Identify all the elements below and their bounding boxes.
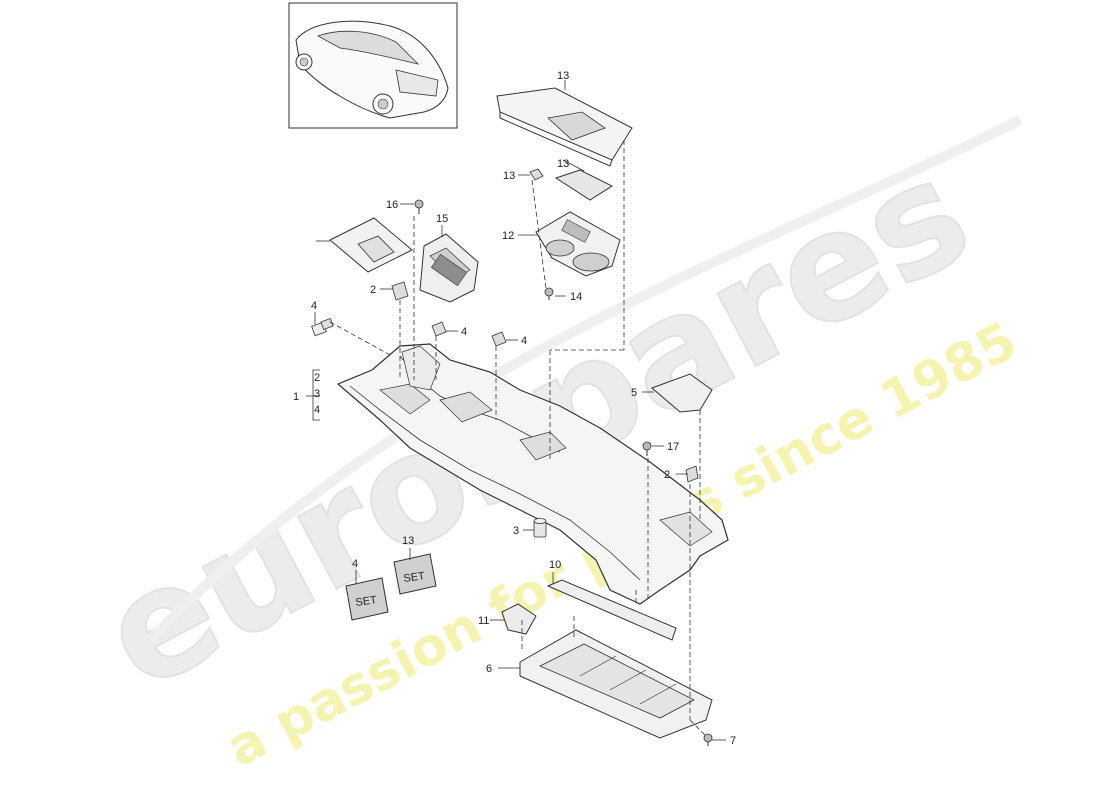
part-4-clip-center: [431, 321, 447, 337]
part-17-mat: [329, 217, 413, 273]
set-box-13: SET: [393, 553, 437, 595]
car-outline: [295, 20, 449, 119]
part-2-clip-right: [685, 465, 699, 483]
part-2-clip-left: [391, 281, 409, 301]
part-6-tray: [519, 629, 713, 739]
callout-10: 12: [502, 230, 514, 242]
callout-4-group: 4: [314, 404, 320, 416]
leader-lines: [306, 80, 726, 741]
callout-4-right: 4: [521, 335, 527, 347]
callout-4-center: 4: [461, 326, 467, 338]
callout-2-group: 2: [314, 372, 320, 384]
callout-3-group: 3: [314, 388, 320, 400]
part-13-clip-top: [529, 168, 544, 181]
callout-16: 17: [667, 441, 679, 453]
part-11-mat: [554, 169, 614, 201]
part-8-strip: [546, 579, 677, 641]
callout-2-left: 2: [370, 284, 376, 296]
set-box-label: SET: [403, 570, 426, 585]
callout-12: 13: [557, 70, 569, 82]
part-1-center-console: [336, 343, 729, 605]
part-13-screw: [544, 287, 554, 300]
part-15-screw: [414, 199, 424, 214]
callout-6: 6: [486, 663, 492, 675]
part-3-cylinder: [533, 518, 547, 538]
watermark-swoosh: [146, 115, 1023, 644]
part-10-cupholder: [535, 211, 621, 277]
callout-4-bolt: 4: [311, 300, 317, 312]
part-7-screw: [703, 733, 713, 746]
callout-15: 16: [386, 199, 398, 211]
part-5-cover: [651, 373, 713, 413]
callout-2-right: 2: [664, 469, 670, 481]
callout-8: 10: [549, 559, 561, 571]
part-4-bolt: [311, 318, 334, 337]
part-12-lid: [496, 87, 633, 167]
set-box-4: SET: [345, 577, 389, 621]
callout-3: 3: [513, 525, 519, 537]
callout-13-set: 13: [402, 535, 414, 547]
part-9-bracket: [501, 603, 537, 635]
callout-4-set: 4: [352, 558, 358, 570]
callout-14: 15: [436, 213, 448, 225]
callout-13-mid: 14: [570, 291, 582, 303]
callout-11: 13: [557, 158, 569, 170]
callout-1: 1: [293, 391, 299, 403]
callout-7: 7: [730, 735, 736, 747]
callout-9: 11: [478, 615, 489, 627]
callout-13-top: 13: [503, 170, 515, 182]
part-4-clip-right: [491, 331, 507, 347]
callout-labels: 13 13 13 12 14 16 15 2 4 4 4 2 1 3 4 5 1…: [293, 70, 736, 747]
callout-5: 5: [631, 387, 637, 399]
part-16-screw: [642, 441, 652, 456]
set-box-label: SET: [355, 594, 378, 609]
part-14-switch-panel: [419, 233, 479, 303]
vehicle-thumbnail: [288, 2, 458, 129]
